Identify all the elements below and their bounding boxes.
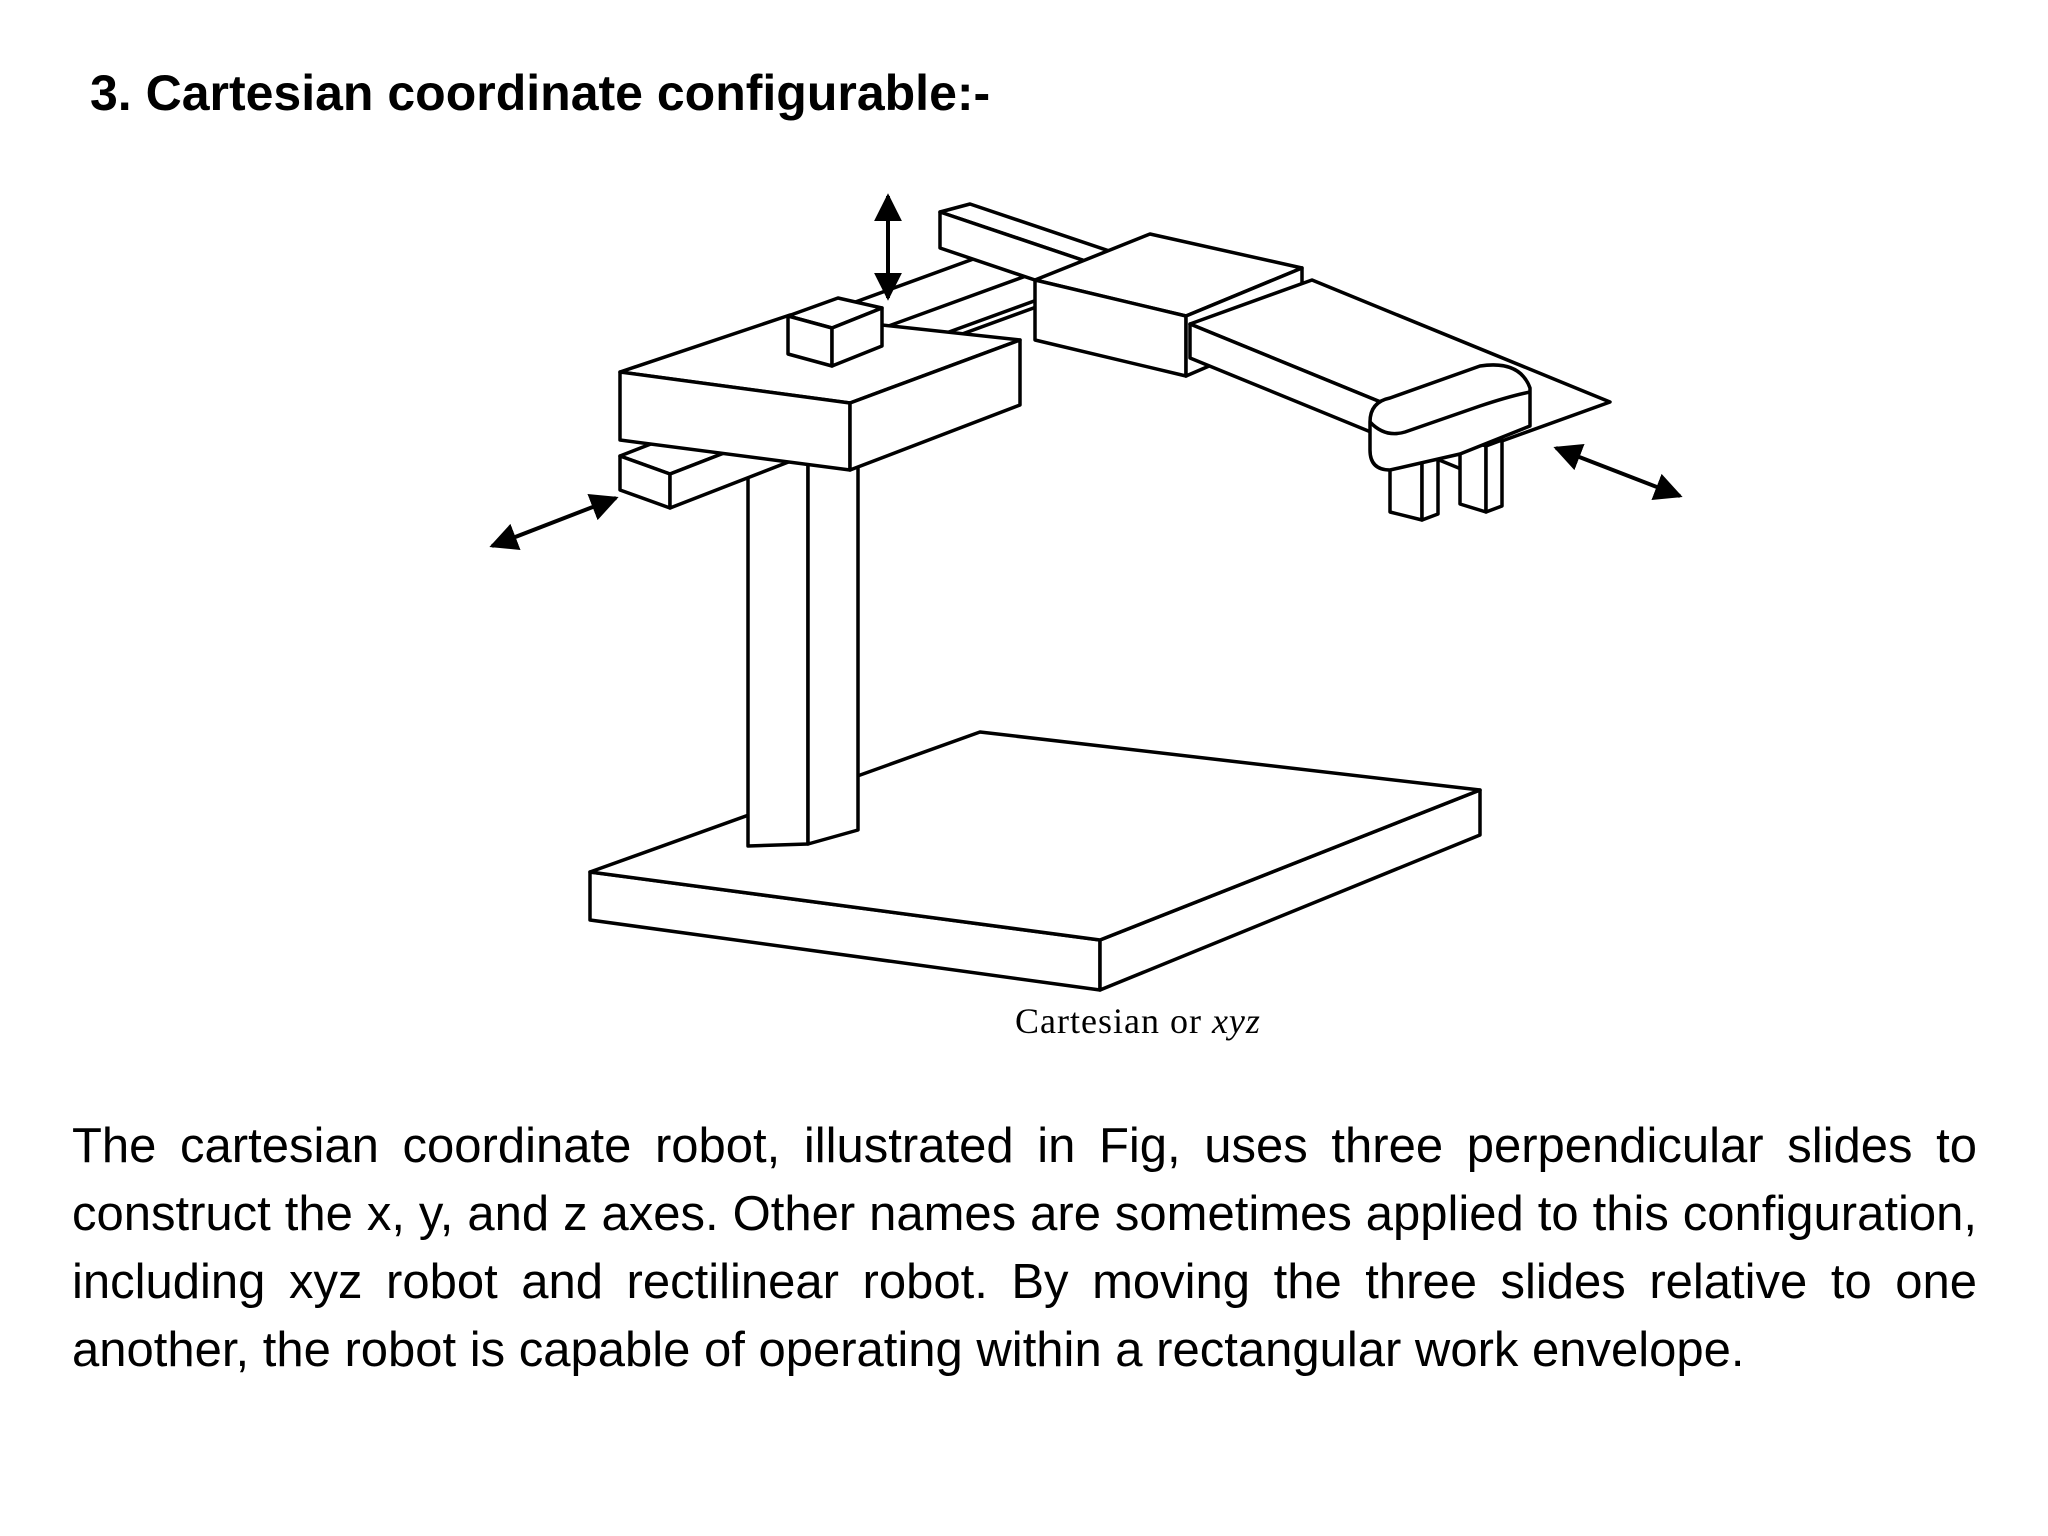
caption-word: Cartesian [1015, 1001, 1160, 1041]
motion-arrows [489, 193, 1683, 550]
caption-italic: xyz [1211, 1001, 1261, 1041]
gripper-head [1368, 363, 1532, 472]
z-slide-block [786, 296, 884, 368]
cartesian-robot-figure [470, 180, 1710, 1070]
caption-or: or [1169, 1001, 1202, 1041]
body-paragraph: The cartesian coordinate robot, illustra… [72, 1119, 1977, 1377]
vertical-column [746, 428, 860, 848]
slide-title: 3. Cartesian coordinate configurable:- [90, 65, 991, 121]
left-arrow [489, 494, 619, 550]
gripper-fingers [1388, 436, 1504, 522]
base-plate [588, 730, 1482, 992]
figure-caption: Cartesian or xyz [1015, 1000, 1261, 1042]
right-arrow [1553, 444, 1683, 500]
